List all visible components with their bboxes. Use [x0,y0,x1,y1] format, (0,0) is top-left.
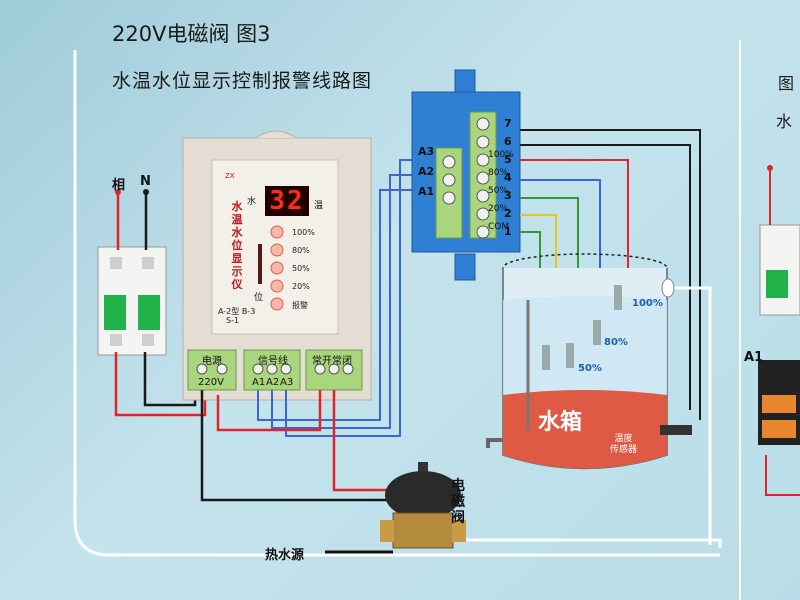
tank-level-80: 80% [604,337,628,348]
signal-wire-a1 [257,189,420,421]
diagram-title: 220V电磁阀 图3 [112,22,271,46]
live-label: 相 [112,178,126,193]
display-left-label: 水 [247,197,257,207]
relay-live-wire [216,390,322,432]
led-label-100: 100% [292,228,315,237]
led-label-20: 20% [292,282,310,291]
relay-terminal-title: 常开常闭 [312,356,352,367]
partial-contactor-right [758,360,800,445]
tank-level-100: 100% [632,298,663,309]
strip-pin-100: 100% [488,150,514,160]
right-page-fragment-2: 水 [776,112,793,131]
right-page-fragment-1: 图 [778,74,795,93]
strip-label-a1: A1 [418,185,435,198]
hot-water-source-label: 热水源 [265,548,305,563]
temperature-sensor-label-line-2: 传感器 [610,445,638,455]
strip-num-3: 3 [504,189,512,202]
led-label-50: 50% [292,264,310,273]
signal-terminal-a3: A3 [280,377,294,388]
wire-5 [520,159,629,290]
power-terminal-title: 电源 [202,356,222,367]
strip-label-a2: A2 [418,165,435,178]
signal-wire-a3 [285,159,420,437]
temperature-sensor-label-line-1: 温度 [614,434,633,444]
power-terminal-value: 220V [198,377,224,388]
tank-level-50: 50% [578,363,602,374]
led-label-alarm: 报警 [292,301,308,310]
wire-7 [520,129,701,420]
solenoid-valve [380,462,466,549]
page-border [73,50,720,557]
controller-model-text-1: A-2型 B-3 [218,307,256,316]
controller-brand: ZX [225,172,235,180]
breaker-live-out [114,352,207,417]
wire-6 [520,144,691,410]
temperature-sensor-label: 温度 传感器 [610,434,637,456]
signal-terminal-title: 信号线 [258,356,288,367]
strip-pin-com: COM [488,222,510,232]
controller-model-text-2: S-1 [226,316,240,325]
valve-neutral-wire [200,390,412,502]
signal-terminal-a2: A2 [266,377,280,388]
circuit-breaker [97,246,167,356]
strip-pin-50: 50% [488,186,509,196]
controller-vertical-label: 水温水位显示仪 [231,200,243,291]
strip-pin-20: 20% [488,204,509,214]
strip-num-5: 5 [504,153,512,166]
controller-body [182,130,372,401]
partial-breaker-right [759,224,800,316]
return-pipe [466,538,722,548]
strip-num-6: 6 [504,135,512,148]
solenoid-valve-label: 电磁阀 [451,478,465,526]
signal-terminal-a1: A1 [252,377,266,388]
strip-label-a3: A3 [418,145,435,158]
diagram-subtitle: 水温水位显示控制报警线路图 [112,70,373,92]
neutral-label: N [140,174,151,189]
strip-num-1: 1 [504,225,512,238]
strip-pin-80: 80% [488,168,509,178]
display-right-label: 温 [314,201,324,211]
level-side-label: 位 [254,293,264,303]
strip-num-4: 4 [504,171,512,184]
strip-num-7: 7 [504,117,512,130]
led-label-80: 80% [292,246,310,255]
water-tank [486,253,712,545]
temperature-display: 32 [265,186,309,216]
right-partial-a1-label: A1 [744,350,764,365]
strip-num-2: 2 [504,207,512,220]
tank-label: 水箱 [538,410,583,435]
terminal-strip [411,69,521,281]
